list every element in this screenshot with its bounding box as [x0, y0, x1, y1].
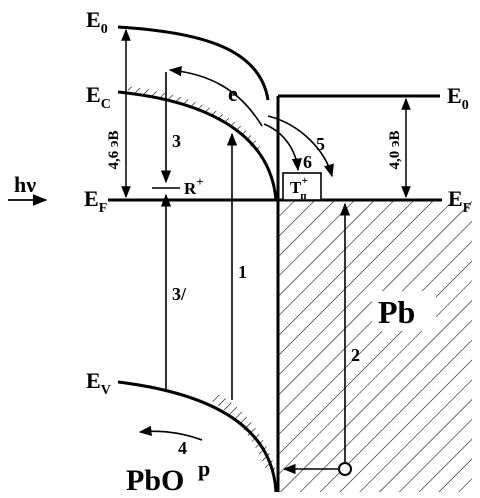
transition-6-label: 6	[303, 152, 312, 172]
transition-2-label: 2	[351, 345, 360, 365]
conduction-band-hatch	[128, 86, 262, 150]
transition-4-label: 4	[178, 438, 187, 458]
valence-band-hatch	[210, 394, 276, 470]
metal-region-hatch	[278, 200, 472, 492]
valence-band-curve	[117, 380, 278, 493]
level-ec: EC	[86, 82, 111, 112]
electron-label: e	[228, 81, 238, 106]
hole-motion-arrow	[138, 425, 203, 441]
vacuum-level-left-curve	[117, 25, 270, 101]
level-e0-right: E0	[447, 83, 469, 113]
transition-1-label: 1	[238, 262, 247, 282]
material-pb-label: Pb	[378, 294, 415, 330]
transition-5-arrow	[267, 115, 334, 178]
recombination-center-label: R+	[184, 174, 204, 198]
transition-3-label: 3	[172, 131, 181, 151]
transition-5-label: 5	[316, 134, 325, 154]
trap-label: T+п	[290, 173, 308, 202]
level-ef-left: EF	[84, 186, 107, 216]
electron-state-circle	[338, 462, 352, 476]
level-e0-left: E0	[86, 7, 108, 37]
material-pbo-label: PbO	[126, 464, 184, 497]
level-ev: EV	[86, 368, 111, 398]
conduction-band-curve	[117, 90, 278, 201]
transition-6-arrow	[263, 123, 302, 172]
material-pb-label-bg	[372, 291, 436, 331]
right-gap-label: 4,0 эВ	[387, 131, 403, 170]
hole-label: p	[198, 456, 210, 481]
left-gap-label: 4,6 эВ	[106, 131, 122, 170]
trap-level-box	[282, 172, 322, 201]
level-ef-right: EF	[448, 186, 471, 216]
photon-label: hν	[14, 172, 36, 197]
electron-motion-arrow	[168, 66, 263, 127]
transition-3prime-label: 3/	[172, 284, 187, 304]
